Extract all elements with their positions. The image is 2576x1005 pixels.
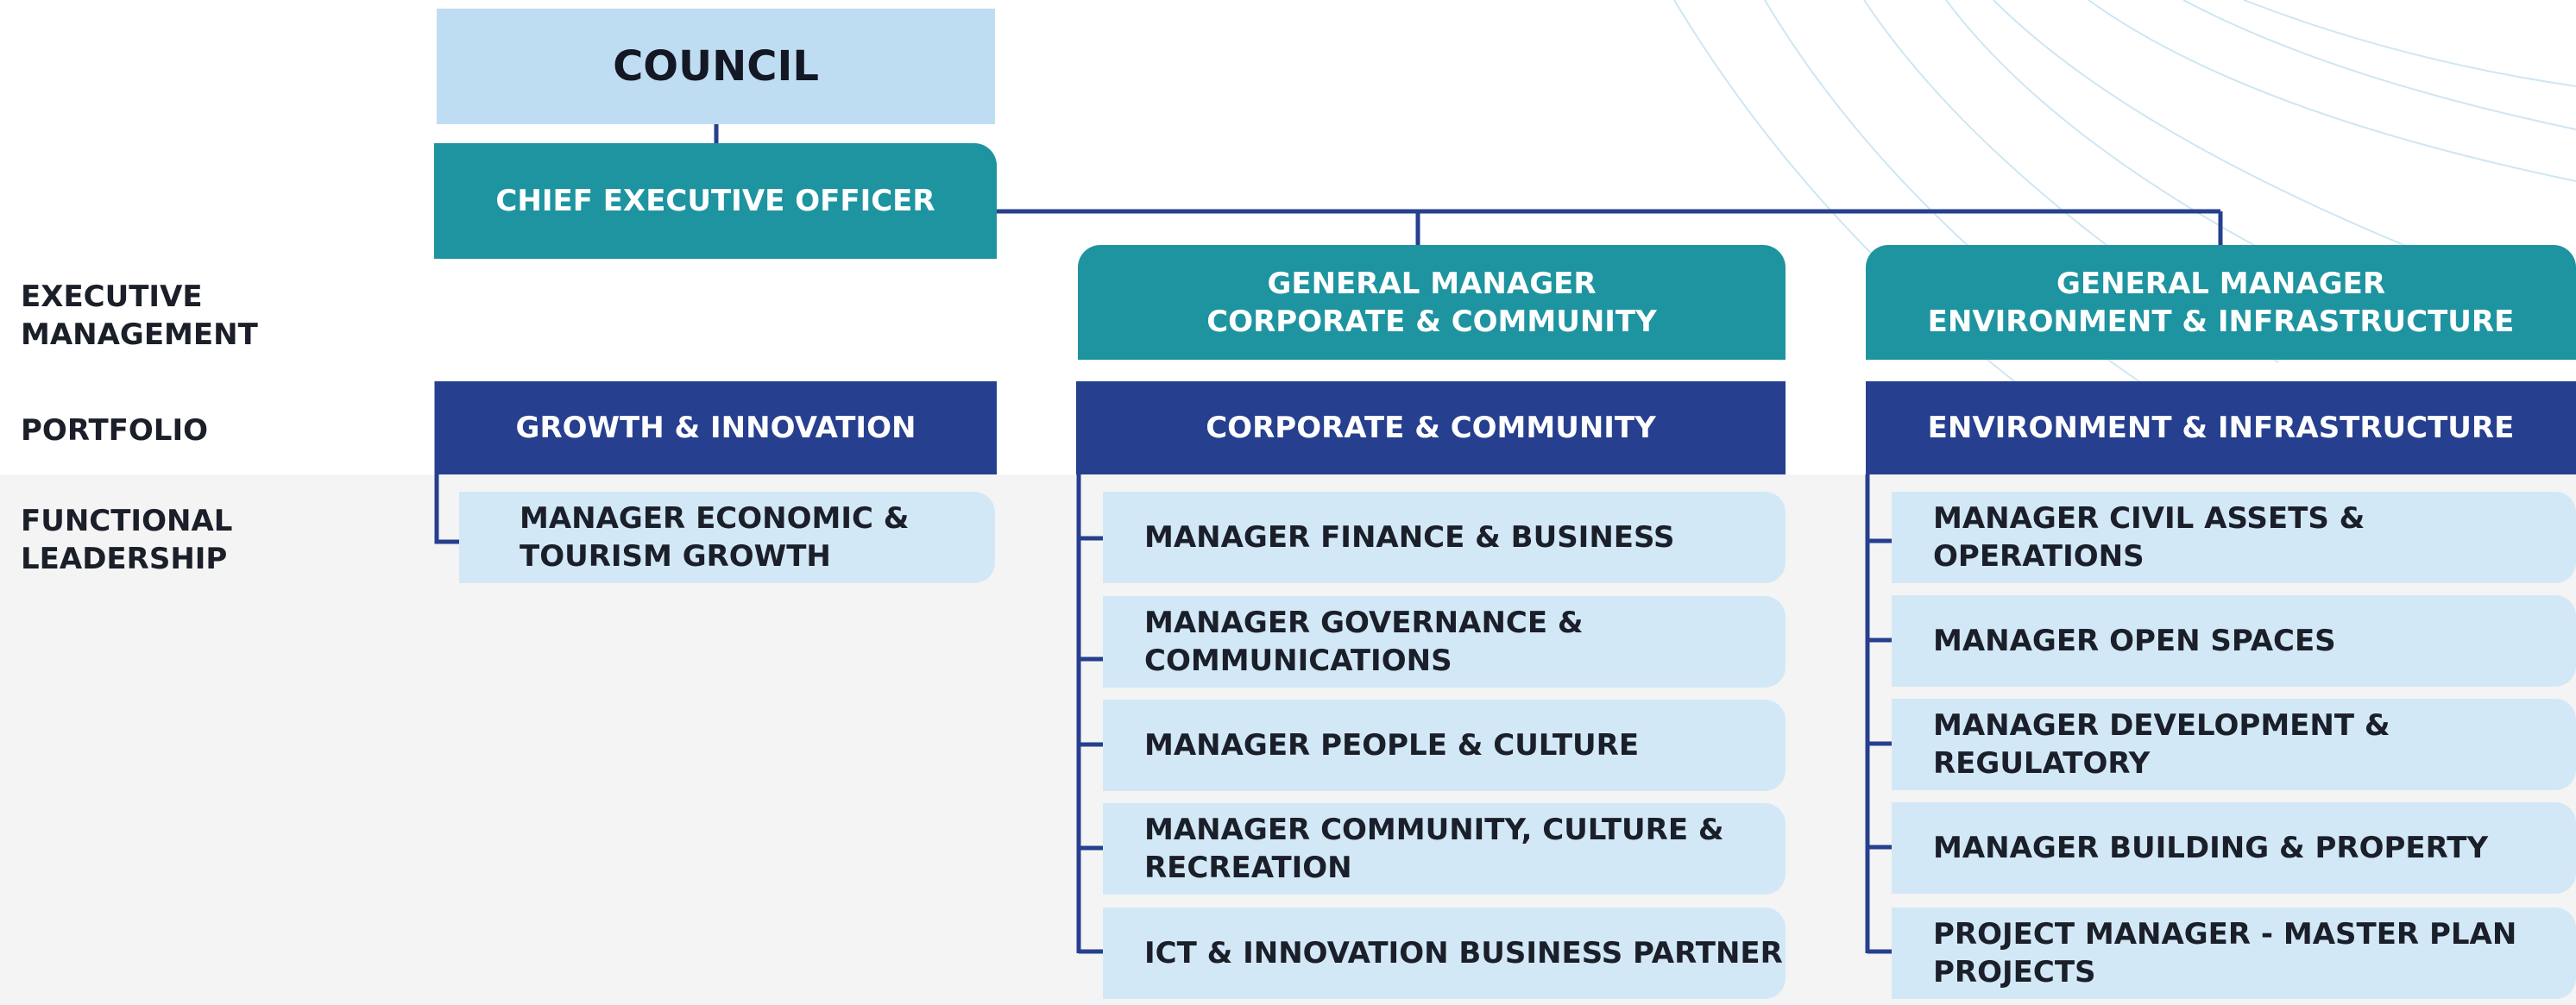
manager-governance-communications: MANAGER GOVERNANCE & COMMUNICATIONS [1103, 596, 1786, 688]
manager-civil-assets-operations: MANAGER CIVIL ASSETS & OPERATIONS [1892, 492, 2576, 583]
manager-economic-tourism-growth: MANAGER ECONOMIC & TOURISM GROWTH [459, 492, 995, 583]
portfolio-corporate-community: CORPORATE & COMMUNITY [1076, 381, 1786, 474]
row-label-functional-leadership: FUNCTIONAL LEADERSHIP [21, 504, 233, 576]
gm-corporate-community-box: GENERAL MANAGER CORPORATE & COMMUNITY [1078, 245, 1786, 360]
manager-people-culture: MANAGER PEOPLE & CULTURE [1103, 700, 1786, 791]
manager-building-property: MANAGER BUILDING & PROPERTY [1892, 802, 2576, 894]
manager-development-regulatory: MANAGER DEVELOPMENT & REGULATORY [1892, 699, 2576, 790]
portfolio-environment-infrastructure: ENVIRONMENT & INFRASTRUCTURE [1866, 381, 2576, 474]
manager-finance-business: MANAGER FINANCE & BUSINESS [1103, 492, 1786, 583]
row-label-executive-management: EXECUTIVE MANAGEMENT [21, 280, 258, 352]
portfolio-growth-innovation: GROWTH & INNOVATION [435, 381, 997, 474]
row-label-portfolio: PORTFOLIO [21, 413, 209, 448]
council-box: COUNCIL [437, 9, 995, 124]
ict-innovation-business-partner: ICT & INNOVATION BUSINESS PARTNER [1103, 908, 1786, 999]
manager-community-culture-recreation: MANAGER COMMUNITY, CULTURE & RECREATION [1103, 803, 1786, 895]
ceo-box: CHIEF EXECUTIVE OFFICER [434, 143, 997, 259]
project-manager-master-plan-projects: PROJECT MANAGER - MASTER PLAN PROJECTS [1892, 908, 2576, 999]
gm-environment-infrastructure-box: GENERAL MANAGER ENVIRONMENT & INFRASTRUC… [1866, 245, 2576, 360]
manager-open-spaces: MANAGER OPEN SPACES [1892, 595, 2576, 687]
